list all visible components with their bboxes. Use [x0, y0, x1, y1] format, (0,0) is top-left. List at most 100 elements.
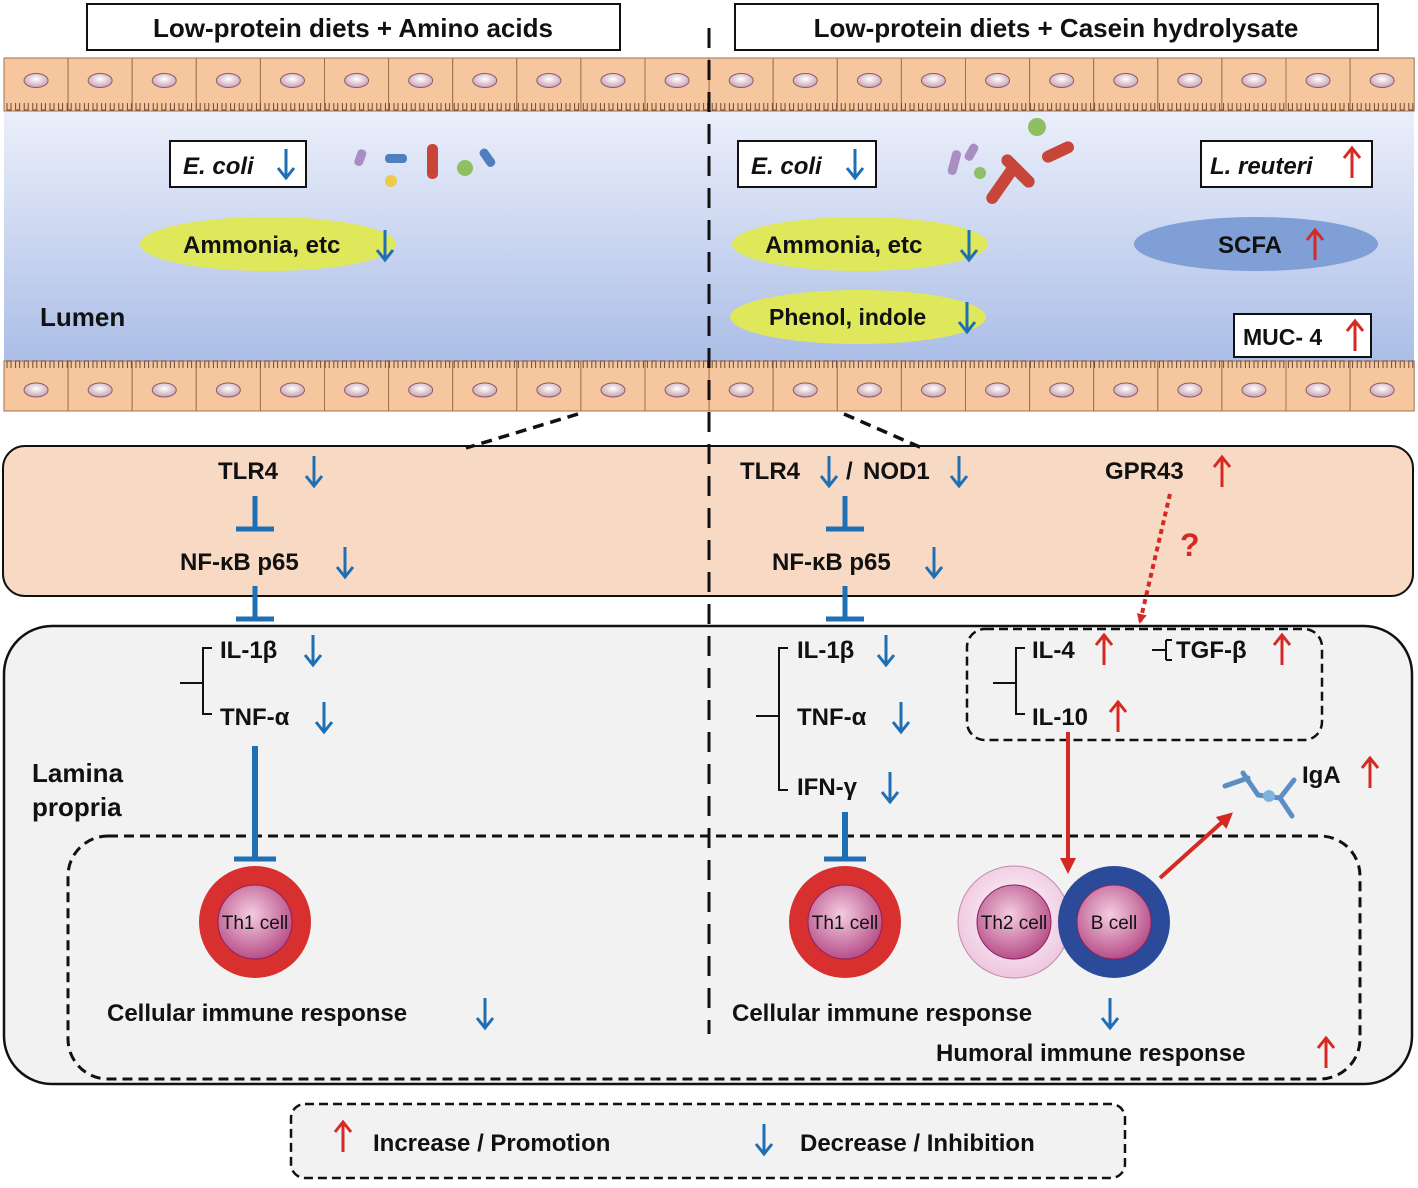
cell-nucleus	[792, 382, 818, 398]
ammonia-right: Ammonia, etc	[732, 217, 988, 271]
header-right: Low-protein diets + Casein hydrolysate	[734, 3, 1379, 51]
cell-nucleus	[1177, 73, 1203, 88]
microvilli	[6, 360, 1414, 368]
th2-label: Th2 cell	[981, 913, 1048, 934]
tlr4-left-label: TLR4	[218, 458, 279, 485]
ammonia-left-label: Ammonia, etc	[183, 232, 340, 259]
ammonia-right-label: Ammonia, etc	[765, 232, 922, 259]
enterocyte-cell	[131, 57, 197, 112]
arrow-down-icon	[754, 1124, 774, 1157]
arrow-down-icon	[891, 702, 911, 735]
th2-cell: Th2 cell	[957, 865, 1071, 979]
lreuteri-label: L. reuteri	[1210, 153, 1314, 180]
th1-right-label: Th1 cell	[812, 913, 879, 934]
epithelium-bottom-row	[3, 360, 1415, 412]
scfa-label: SCFA	[1218, 232, 1282, 259]
bcell-to-iga-arrow	[1158, 812, 1233, 880]
inhibition-bar-icon	[236, 586, 274, 622]
phenol-indole: Phenol, indole	[730, 290, 986, 344]
cell-nucleus	[1241, 73, 1267, 88]
header-right-text: Low-protein diets + Casein hydrolysate	[814, 13, 1299, 43]
lamina-label-1: Lamina	[32, 758, 124, 788]
arrow-up-icon	[1342, 145, 1362, 178]
cell-nucleus	[920, 382, 946, 398]
enterocyte-cell	[772, 57, 838, 112]
th1-cell-left: Th1 cell	[199, 866, 311, 978]
legend-increase-label: Increase / Promotion	[373, 1130, 610, 1157]
cell-nucleus	[279, 73, 305, 88]
cell-nucleus	[23, 382, 49, 398]
arrow-down-icon	[924, 547, 944, 580]
left-cytokine-1: IL-1β	[220, 637, 277, 664]
ecoli-right-label: E. coli	[751, 153, 823, 180]
iga-antibody-icon	[1222, 770, 1297, 819]
ammonia-left: Ammonia, etc	[140, 217, 396, 271]
ecoli-right-box: E. coli	[737, 140, 877, 188]
question-mark: ?	[1180, 527, 1200, 563]
arrow-up-icon	[1272, 632, 1292, 665]
cell-nucleus	[1305, 73, 1331, 88]
cell-nucleus	[1369, 73, 1395, 88]
inhibition-bar-icon	[234, 746, 276, 862]
cell-nucleus	[1113, 73, 1139, 88]
cell-nucleus	[985, 382, 1011, 398]
humoral-response-label: Humoral immune response	[936, 1040, 1245, 1067]
cell-nucleus	[1241, 382, 1267, 398]
lreuteri-box: L. reuteri	[1200, 140, 1373, 188]
arrow-up-icon	[333, 1119, 353, 1152]
cell-nucleus	[87, 382, 113, 398]
zoom-line-left	[465, 412, 579, 450]
cell-nucleus	[1049, 382, 1075, 398]
inhibition-bar-icon	[824, 812, 866, 862]
ecoli-left-box: E. coli	[169, 140, 307, 188]
arrow-down-icon	[335, 547, 355, 580]
bracket-right	[756, 647, 788, 791]
arrow-up-icon	[1094, 632, 1114, 665]
anti-cytokine-2: IL-10	[1032, 704, 1088, 731]
th1-cell-right: Th1 cell	[789, 866, 901, 978]
right-cytokine-2: TNF-α	[797, 704, 867, 731]
cell-nucleus	[856, 382, 882, 398]
arrow-up-icon	[1316, 1035, 1336, 1068]
gpr43-label: GPR43	[1105, 458, 1184, 485]
left-response-label: Cellular immune response	[107, 1000, 407, 1027]
ecoli-left-label: E. coli	[183, 153, 255, 180]
arrow-down-icon	[957, 302, 977, 335]
arrow-down-icon	[314, 702, 334, 735]
iga-label: IgA	[1302, 762, 1341, 789]
cell-nucleus	[1305, 382, 1331, 398]
lumen-label: Lumen	[40, 302, 125, 332]
legend-box	[289, 1102, 1127, 1180]
cell-nucleus	[856, 73, 882, 88]
bracket-left	[180, 647, 212, 715]
arrow-down-icon	[880, 772, 900, 805]
inhibition-bar-icon	[826, 496, 864, 532]
cell-nucleus	[1113, 382, 1139, 398]
cell-nucleus	[728, 73, 754, 88]
th1-left-label: Th1 cell	[222, 913, 289, 934]
tlr4-right-label: TLR4	[740, 458, 801, 485]
arrow-down-icon	[959, 230, 979, 263]
bcell-label: B cell	[1091, 913, 1137, 934]
arrow-up-icon	[1305, 227, 1325, 260]
cell-nucleus	[151, 73, 177, 88]
cell-nucleus	[151, 382, 177, 398]
bracket-anti	[993, 647, 1025, 715]
legend-decrease-label: Decrease / Inhibition	[800, 1130, 1035, 1157]
tgf-bracket-icon	[1152, 639, 1172, 661]
phenol-indole-label: Phenol, indole	[769, 304, 926, 330]
cell-nucleus	[87, 73, 113, 88]
lamina-label-2: propria	[32, 792, 122, 822]
bacteria-cluster-left-icon	[354, 144, 496, 187]
arrow-up-icon	[1212, 454, 1232, 487]
cell-nucleus	[1177, 382, 1203, 398]
right-response-label: Cellular immune response	[732, 1000, 1032, 1027]
microvilli	[6, 103, 1414, 111]
cell-nucleus	[664, 382, 690, 398]
cell-nucleus	[728, 382, 754, 398]
cell-nucleus	[600, 73, 626, 88]
arrow-down-icon	[475, 998, 495, 1031]
separator-slash: /	[846, 458, 853, 485]
cell-nucleus	[536, 73, 562, 88]
header-left-text: Low-protein diets + Amino acids	[153, 13, 553, 43]
